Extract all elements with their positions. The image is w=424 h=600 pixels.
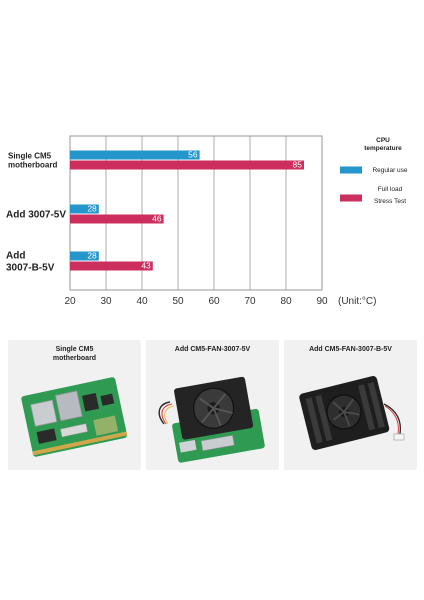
bar-regular <box>70 251 99 261</box>
x-tick-label: 50 <box>172 296 184 307</box>
x-tick-label: 90 <box>316 296 328 307</box>
bar-value-label: 56 <box>188 150 198 160</box>
x-tick-label: 60 <box>208 296 220 307</box>
legend-label: Stress Test <box>374 198 406 205</box>
x-tick-label: 40 <box>136 296 148 307</box>
bar-value-label: 43 <box>141 261 151 271</box>
x-tick-label: 30 <box>100 296 112 307</box>
panel-fan-3007-5v: Add CM5-FAN-3007-5V <box>146 340 279 470</box>
legend-title: temperature <box>364 145 402 152</box>
category-label: Add <box>6 251 25 262</box>
bar-value-label: 28 <box>87 251 97 261</box>
bar-fullload <box>70 160 304 170</box>
x-tick-label: 70 <box>244 296 256 307</box>
panel-title-line: Single CM5 <box>55 346 94 353</box>
category-label: Single CM5 <box>8 151 52 160</box>
bar-fullload <box>70 261 153 271</box>
bar-value-label: 46 <box>152 214 162 224</box>
fan-3007-5v-image <box>158 376 265 463</box>
panel-title-line: Add CM5-FAN-3007-B-5V <box>309 346 392 353</box>
bar-regular <box>70 204 99 214</box>
bar-value-label: 85 <box>293 160 303 170</box>
legend-swatch-fullload <box>340 194 362 202</box>
legend-label: Full load <box>378 186 403 193</box>
temperature-bar-chart: 20 30 40 50 60 70 80 90 (Unit:°C) 56 85 Single CM5m… <box>6 135 408 307</box>
x-unit-label: (Unit:°C) <box>338 296 376 307</box>
panel-single-cm5: Single CM5 motherboard <box>8 340 141 470</box>
x-tick-label: 20 <box>64 296 76 307</box>
bar-regular <box>70 150 200 160</box>
x-tick-label: 80 <box>280 296 292 307</box>
category-label: motherboard <box>8 160 57 169</box>
legend-label: Regular use <box>372 167 407 174</box>
fan-3007-b-5v-image <box>299 376 405 450</box>
category-label: Add 3007-5V <box>6 210 66 221</box>
legend-title: CPU <box>376 137 390 144</box>
category-label: 3007-B-5V <box>6 263 55 274</box>
bar-fullload <box>70 214 164 224</box>
panel-title-line: motherboard <box>52 355 97 362</box>
legend-swatch-regular <box>340 166 362 174</box>
cm5-board-image <box>21 377 128 457</box>
panel-fan-3007-b-5v: Add CM5-FAN-3007-B-5V <box>284 340 417 470</box>
panel-title-fan-3007-b-5v: Add CM5-FAN-3007-B-5V <box>284 345 417 354</box>
panel-title-line: Add CM5-FAN-3007-5V <box>174 346 251 353</box>
bar-value-label: 28 <box>87 204 97 214</box>
panel-title-fan-3007-5v: Add CM5-FAN-3007-5V <box>146 345 279 354</box>
panel-title-single-cm5: Single CM5 motherboard <box>8 345 141 363</box>
